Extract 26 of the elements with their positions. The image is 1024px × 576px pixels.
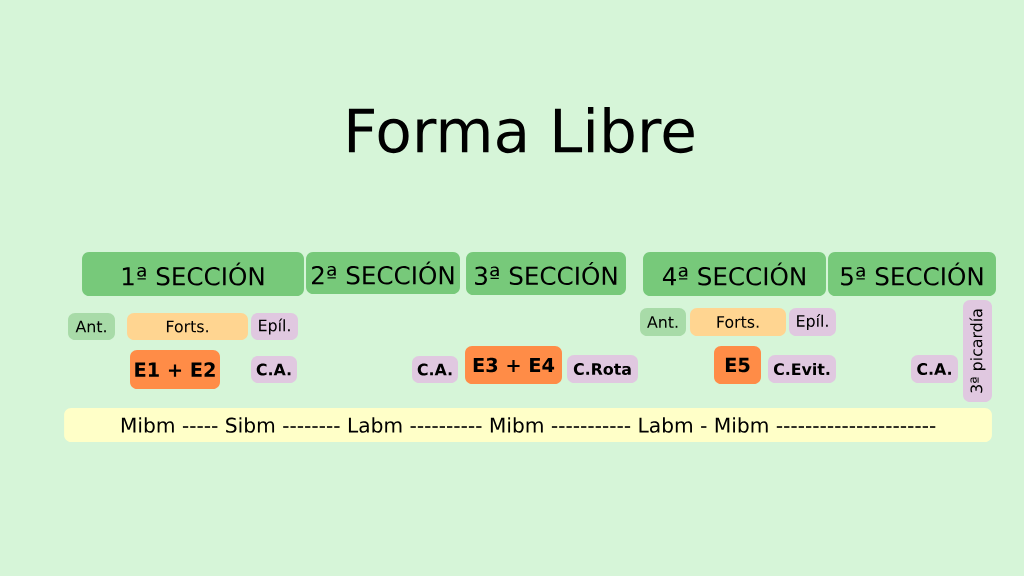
label-tag: 3ª picardía: [963, 300, 992, 402]
cadence-tag: C.A.: [412, 356, 458, 383]
node-label: 2ª SECCIÓN: [312, 261, 454, 285]
cadence-tag: C.A.: [251, 356, 297, 383]
title: Forma Libre: [348, 106, 694, 154]
episode-tag: E5: [714, 346, 761, 384]
episode-tag: E1 + E2: [130, 350, 220, 389]
label-tag: Ant.: [640, 308, 686, 336]
section-header: 2ª SECCIÓN: [306, 252, 460, 294]
node-label: 1ª SECCIÓN: [122, 262, 264, 286]
section-header: 1ª SECCIÓN: [82, 252, 304, 296]
cadence-tag: C.A.: [911, 355, 958, 383]
node-label: 4ª SECCIÓN: [662, 262, 805, 286]
label-tag: Epíl.: [251, 313, 298, 340]
label-tag: Ant.: [68, 313, 115, 340]
label-tag: Forts.: [127, 313, 248, 340]
key-sequence-bar: Mibm ----- Sibm -------- Labm ---------- Mibm ----------- Labm - Mibm ----------------------: [64, 408, 992, 442]
label-tag: Forts.: [690, 308, 786, 336]
section-header: 3ª SECCIÓN: [466, 252, 626, 295]
cadence-tag: C.Evit.: [768, 355, 836, 383]
section-header: 5ª SECCIÓN: [828, 252, 996, 296]
node-label: 5ª SECCIÓN: [841, 262, 983, 286]
label-tag: Epíl.: [789, 308, 836, 336]
episode-tag: E3 + E4: [465, 346, 562, 384]
section-header: 4ª SECCIÓN: [643, 252, 826, 296]
cadence-tag: C.Rota: [567, 355, 638, 383]
